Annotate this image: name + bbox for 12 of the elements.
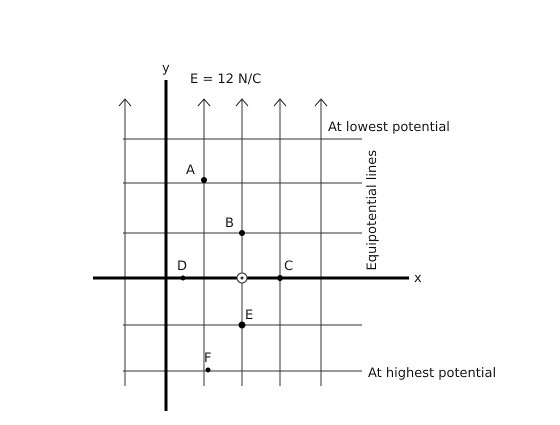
point-label: C [284,260,294,273]
equipotential-label: Equipotential lines [366,150,379,271]
axis-label: x [414,272,422,285]
point-label: A [186,164,195,177]
potential-label: At highest potential [368,367,496,380]
point-label: E [245,309,254,322]
point-label: B [225,217,234,230]
point-label: D [177,260,188,273]
potential-label: At lowest potential [328,121,450,134]
point-label: F [204,352,212,365]
field-strength-label: E = 12 N/C [190,73,262,86]
axis-label: y [162,62,170,75]
